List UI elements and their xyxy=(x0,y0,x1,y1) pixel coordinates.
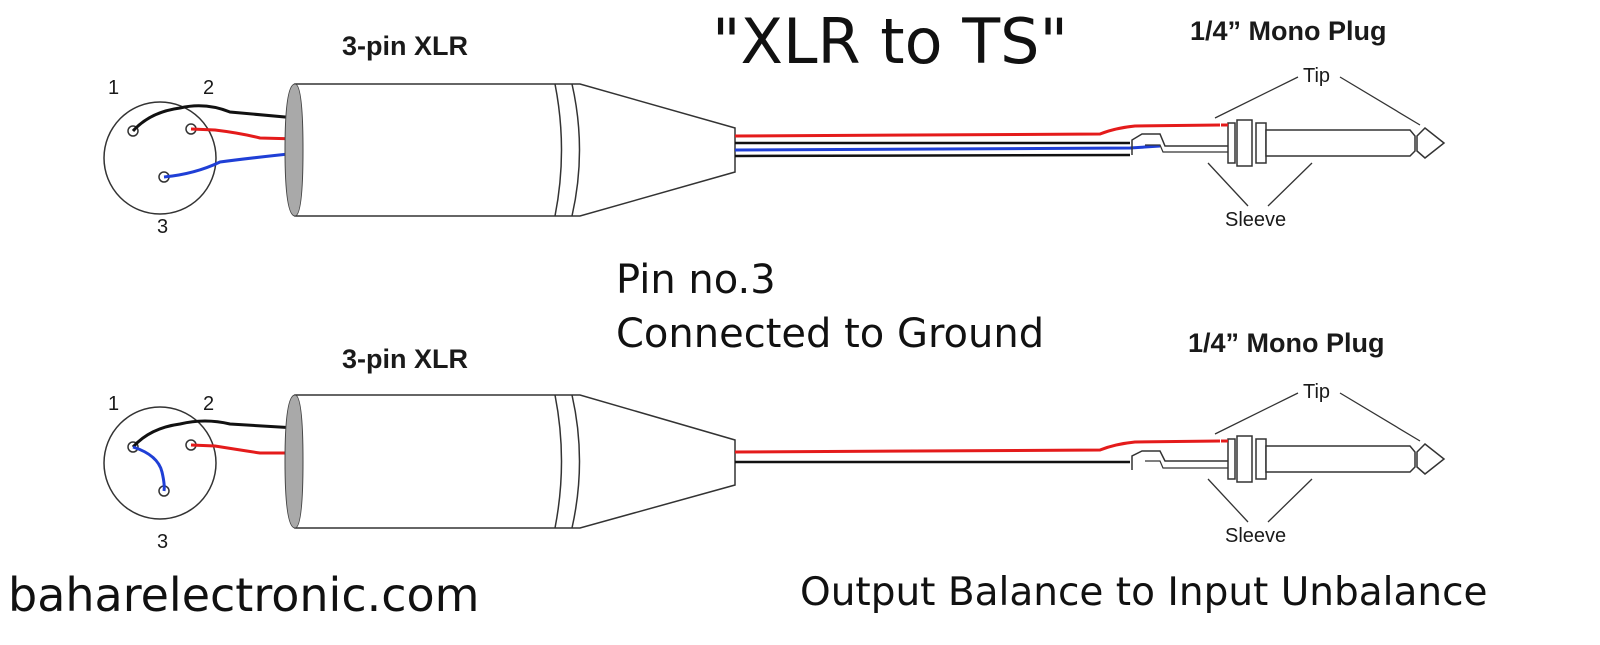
tip-pointer-right xyxy=(1339,76,1421,126)
plug-collar-1 xyxy=(1227,122,1236,164)
pin-2-label: 2 xyxy=(203,77,214,99)
tip-pointer-right xyxy=(1339,392,1421,442)
pin-3-label: 3 xyxy=(157,216,168,238)
xlr-grip-line-2 xyxy=(571,394,581,529)
wire-cold-pin3 xyxy=(163,151,299,179)
sleeve-label: Sleeve xyxy=(1225,209,1286,231)
xlr-body-outline xyxy=(294,83,736,217)
plug-collar-2 xyxy=(1236,435,1253,483)
plug-lug-inner xyxy=(1145,460,1228,469)
tip-label: Tip xyxy=(1303,381,1330,403)
plug-tip xyxy=(1416,442,1446,475)
plug-lug-inner xyxy=(1145,144,1228,153)
xlr-end-face xyxy=(284,394,304,529)
xlr-end-face xyxy=(284,83,304,217)
plug-collar-1 xyxy=(1227,438,1236,480)
plug-sleeve-shaft xyxy=(1265,129,1416,157)
diagram-balanced: 3-pin XLR 1 2 3 xyxy=(103,16,1446,238)
plug-solder-lug xyxy=(1131,450,1228,470)
cable-hot xyxy=(734,439,1221,454)
pin-2-label: 2 xyxy=(203,393,214,415)
cable-shield xyxy=(734,153,1131,158)
ground-note-line-1: Pin no.3 xyxy=(616,257,776,303)
xlr-grip-line-2 xyxy=(571,83,581,217)
plug-label: 1/4” Mono Plug xyxy=(1190,16,1387,46)
xlr-connector-body xyxy=(284,83,736,217)
ground-note-line-2: Connected to Ground xyxy=(616,310,1045,357)
xlr-label: 3-pin XLR xyxy=(342,31,468,61)
wire-hot-pin2 xyxy=(190,127,299,141)
ts-plug xyxy=(1131,119,1446,167)
xlr-body-outline xyxy=(294,394,736,529)
diagram-title: "XLR to TS" xyxy=(711,5,1068,78)
pin-3-label: 3 xyxy=(157,531,168,553)
ts-plug xyxy=(1131,435,1446,483)
website-watermark: baharelectronic.com xyxy=(8,568,480,622)
sleeve-pointer-right xyxy=(1267,478,1313,523)
xlr-grip-line-1 xyxy=(554,394,563,529)
xlr-face-circle xyxy=(103,101,217,215)
plug-collar-2 xyxy=(1236,119,1253,167)
plug-sleeve-shaft xyxy=(1265,445,1416,473)
diagram-unbalanced: 3-pin XLR 1 2 3 xyxy=(103,328,1446,553)
wire-cold-jumper-pin3-to-pin1 xyxy=(132,445,166,492)
footer-description: Output Balance to Input Unbalance xyxy=(800,570,1488,615)
pin-1-label: 1 xyxy=(108,77,119,99)
xlr-label: 3-pin XLR xyxy=(342,344,468,374)
xlr-pin-face: 1 2 3 xyxy=(103,77,217,238)
plug-collar-3 xyxy=(1255,438,1267,480)
ground-note: Pin no.3 Connected to Ground xyxy=(616,254,1044,361)
xlr-grip-line-1 xyxy=(554,83,563,217)
sleeve-label: Sleeve xyxy=(1225,525,1286,547)
sleeve-pointer-left xyxy=(1207,478,1249,523)
pin-1-label: 1 xyxy=(108,393,119,415)
xlr-pin-face: 1 2 3 xyxy=(103,393,217,553)
plug-collar-3 xyxy=(1255,122,1267,164)
wire-ground-pin1 xyxy=(131,104,297,133)
xlr-face-circle xyxy=(103,406,217,520)
cable-cold xyxy=(734,144,1161,152)
plug-tip xyxy=(1416,126,1446,159)
tip-pointer-left xyxy=(1214,76,1299,119)
xlr-connector-body xyxy=(284,394,736,529)
plug-solder-lug xyxy=(1131,133,1228,155)
wire-ground-pin1 xyxy=(131,419,297,449)
cable-hot xyxy=(734,123,1221,138)
plug-label: 1/4” Mono Plug xyxy=(1188,328,1385,358)
tip-label: Tip xyxy=(1303,65,1330,87)
sleeve-pointer-left xyxy=(1207,162,1249,207)
wire-hot-pin2 xyxy=(190,443,298,455)
tip-pointer-left xyxy=(1214,392,1299,435)
sleeve-pointer-right xyxy=(1267,162,1313,207)
